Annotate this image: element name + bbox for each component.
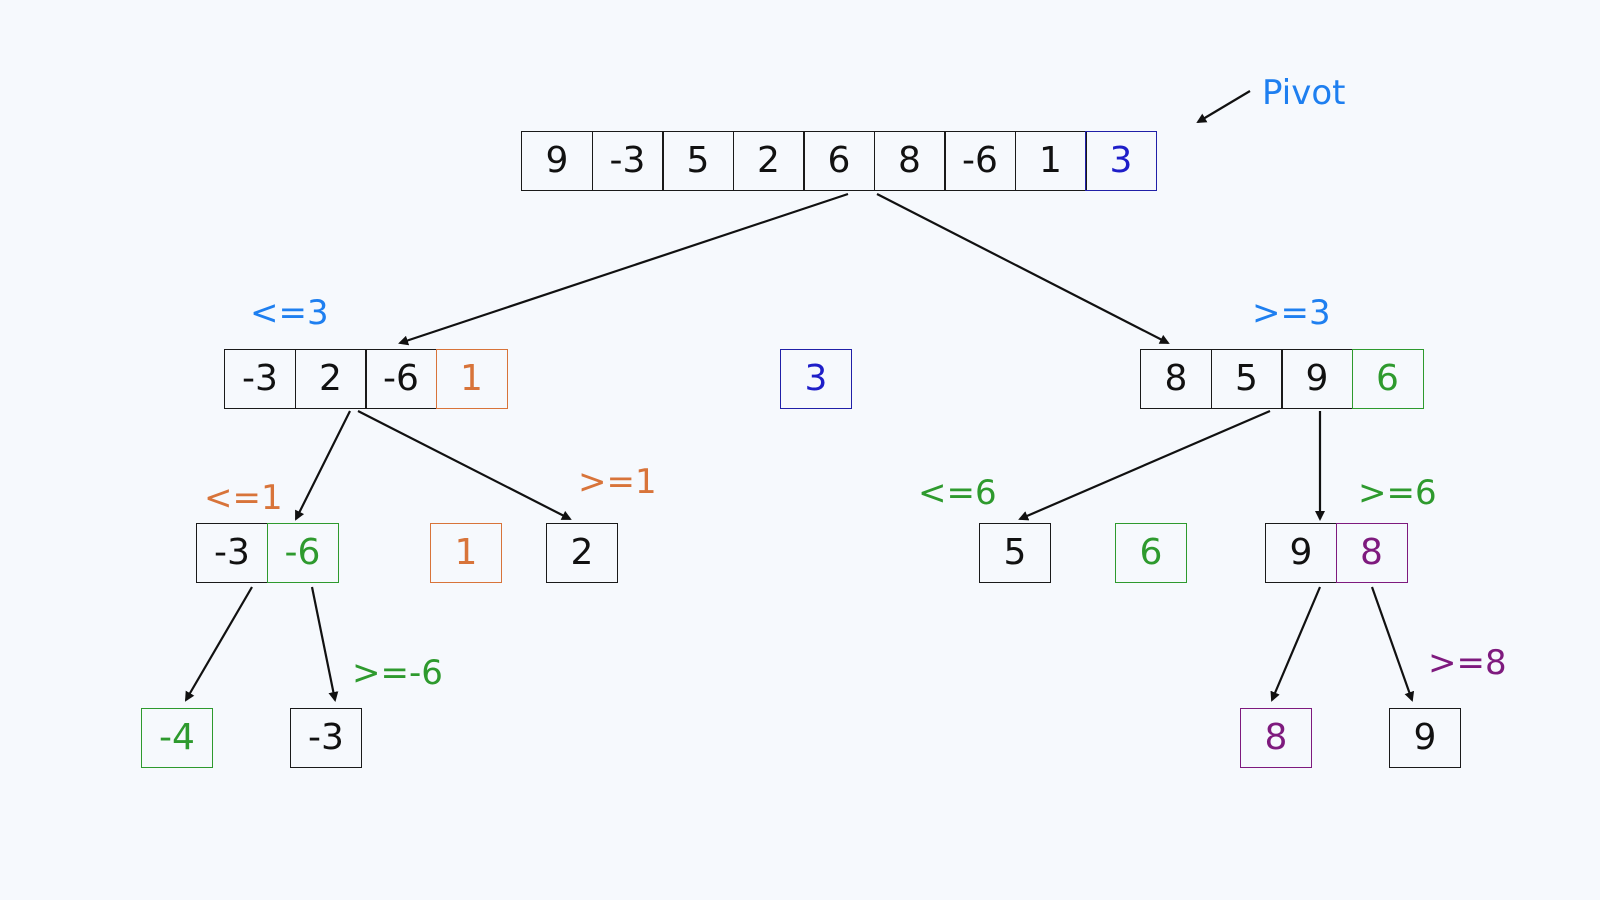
left-right-partition: 2 (546, 523, 618, 583)
array-cell: -3 (196, 523, 268, 583)
left-partition: -3 2 -6 1 (224, 349, 508, 409)
leftleft-to-lr-arrow (310, 586, 339, 702)
array-cell: 9 (1281, 349, 1353, 409)
ge1-label: >=1 (578, 462, 657, 502)
rightright-to-rr-arrow (1370, 586, 1415, 702)
array-cell: 6 (803, 131, 875, 191)
ll-partition: -4 (141, 708, 213, 768)
array-cell: -3 (290, 708, 362, 768)
pivot-cell: 6 (1351, 349, 1424, 409)
pivot-cell: 1 (430, 523, 502, 583)
root-to-left-arrow (398, 192, 849, 346)
array-cell: 2 (732, 131, 805, 191)
le1-label: <=1 (204, 478, 283, 518)
left-pivot-placed: 1 (430, 523, 502, 583)
rightright-to-rl-arrow (1270, 586, 1322, 702)
array-cell: 8 (1140, 349, 1212, 409)
array-cell: 8 (873, 131, 946, 191)
left-left-partition: -3 -6 (196, 523, 339, 583)
root-array: 9 -3 5 2 6 8 -6 1 3 (521, 131, 1157, 191)
array-cell: 1 (1014, 131, 1087, 191)
array-cell: 8 (1240, 708, 1312, 768)
right-left-partition: 5 (979, 523, 1051, 583)
pivot-pointer-arrow (1196, 90, 1251, 124)
array-cell: 5 (979, 523, 1051, 583)
left-to-leftleft-arrow (295, 410, 351, 521)
array-cell: -4 (141, 708, 213, 768)
pivot-cell: -6 (266, 523, 339, 583)
lr-partition: -3 (290, 708, 362, 768)
rr-partition: 9 (1389, 708, 1461, 768)
le3-label: <=3 (250, 293, 329, 333)
pivot-cell: 3 (1085, 131, 1157, 191)
ge8-label: >=8 (1428, 643, 1507, 683)
pivot-cell: 3 (780, 349, 852, 409)
array-cell: 5 (1210, 349, 1283, 409)
array-cell: -6 (365, 349, 437, 409)
pivot-label: Pivot (1262, 73, 1346, 113)
pivot-cell: 1 (435, 349, 508, 409)
rl-partition: 8 (1240, 708, 1312, 768)
ge6-label: >=6 (1358, 473, 1437, 513)
right-pivot-placed: 6 (1115, 523, 1187, 583)
array-cell: 2 (294, 349, 367, 409)
root-to-right-arrow (876, 193, 1170, 344)
right-right-partition: 9 8 (1265, 523, 1408, 583)
array-cell: -3 (224, 349, 296, 409)
array-cell: 9 (521, 131, 593, 191)
pivot-cell: 6 (1115, 523, 1187, 583)
left-to-leftright-arrow (357, 410, 572, 520)
pivot-cell: 8 (1335, 523, 1408, 583)
right-to-rightleft-arrow (1018, 409, 1271, 521)
array-cell: -3 (591, 131, 664, 191)
right-partition: 8 5 9 6 (1140, 349, 1424, 409)
leftleft-to-ll-arrow (184, 586, 253, 702)
ge-neg6-label: >=-6 (352, 653, 443, 693)
array-cell: 5 (662, 131, 734, 191)
array-cell: 9 (1389, 708, 1461, 768)
array-cell: -6 (944, 131, 1016, 191)
ge3-label: >=3 (1252, 293, 1331, 333)
array-cell: 2 (546, 523, 618, 583)
root-pivot-placed: 3 (780, 349, 852, 409)
le6-label: <=6 (918, 473, 997, 513)
array-cell: 9 (1265, 523, 1337, 583)
